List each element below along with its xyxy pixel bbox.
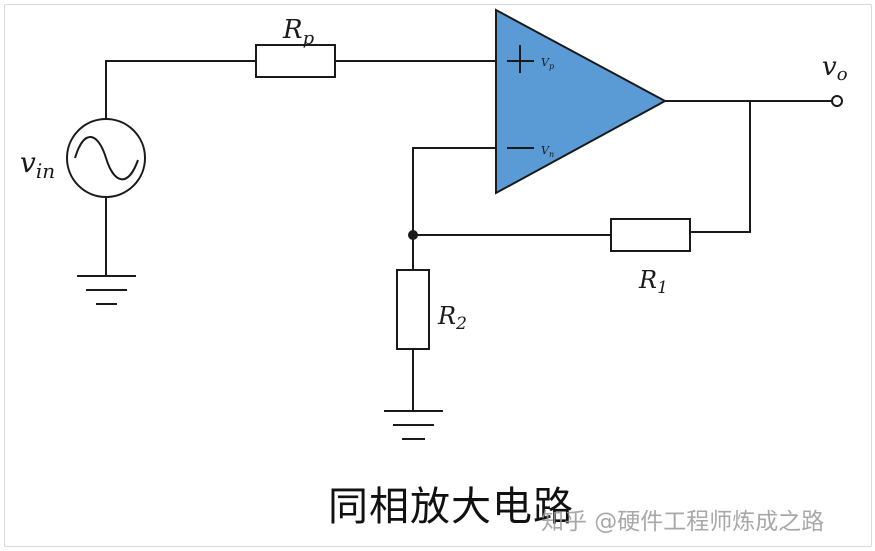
ground-symbol-r2 xyxy=(384,410,443,440)
diagram-title: 同相放大电路 xyxy=(328,484,574,530)
wire-feedback-vertical xyxy=(690,101,751,233)
resistor-r1 xyxy=(610,218,691,252)
output-terminal[interactable] xyxy=(831,95,843,107)
label-rp: Rp xyxy=(282,15,315,49)
wire-source-to-rp xyxy=(105,60,256,120)
wire-inverting-input xyxy=(412,147,496,235)
sine-wave-icon xyxy=(74,136,139,181)
resistor-r2 xyxy=(396,269,430,350)
image-frame xyxy=(4,4,872,547)
resistor-rp xyxy=(255,44,336,78)
plus-sign-icon xyxy=(507,45,534,73)
label-r1: R1 xyxy=(638,266,668,298)
ground-symbol-source xyxy=(77,275,136,305)
label-r2: R2 xyxy=(437,302,467,334)
watermark: 知乎 @硬件工程师炼成之路 xyxy=(541,509,825,535)
ac-voltage-source xyxy=(66,118,146,198)
label-vo: vo xyxy=(822,52,848,85)
label-vin: vin xyxy=(20,146,55,183)
opamp-triangle xyxy=(495,8,668,195)
label-vp: Vp xyxy=(541,56,554,71)
label-vn: Vn xyxy=(541,144,554,159)
